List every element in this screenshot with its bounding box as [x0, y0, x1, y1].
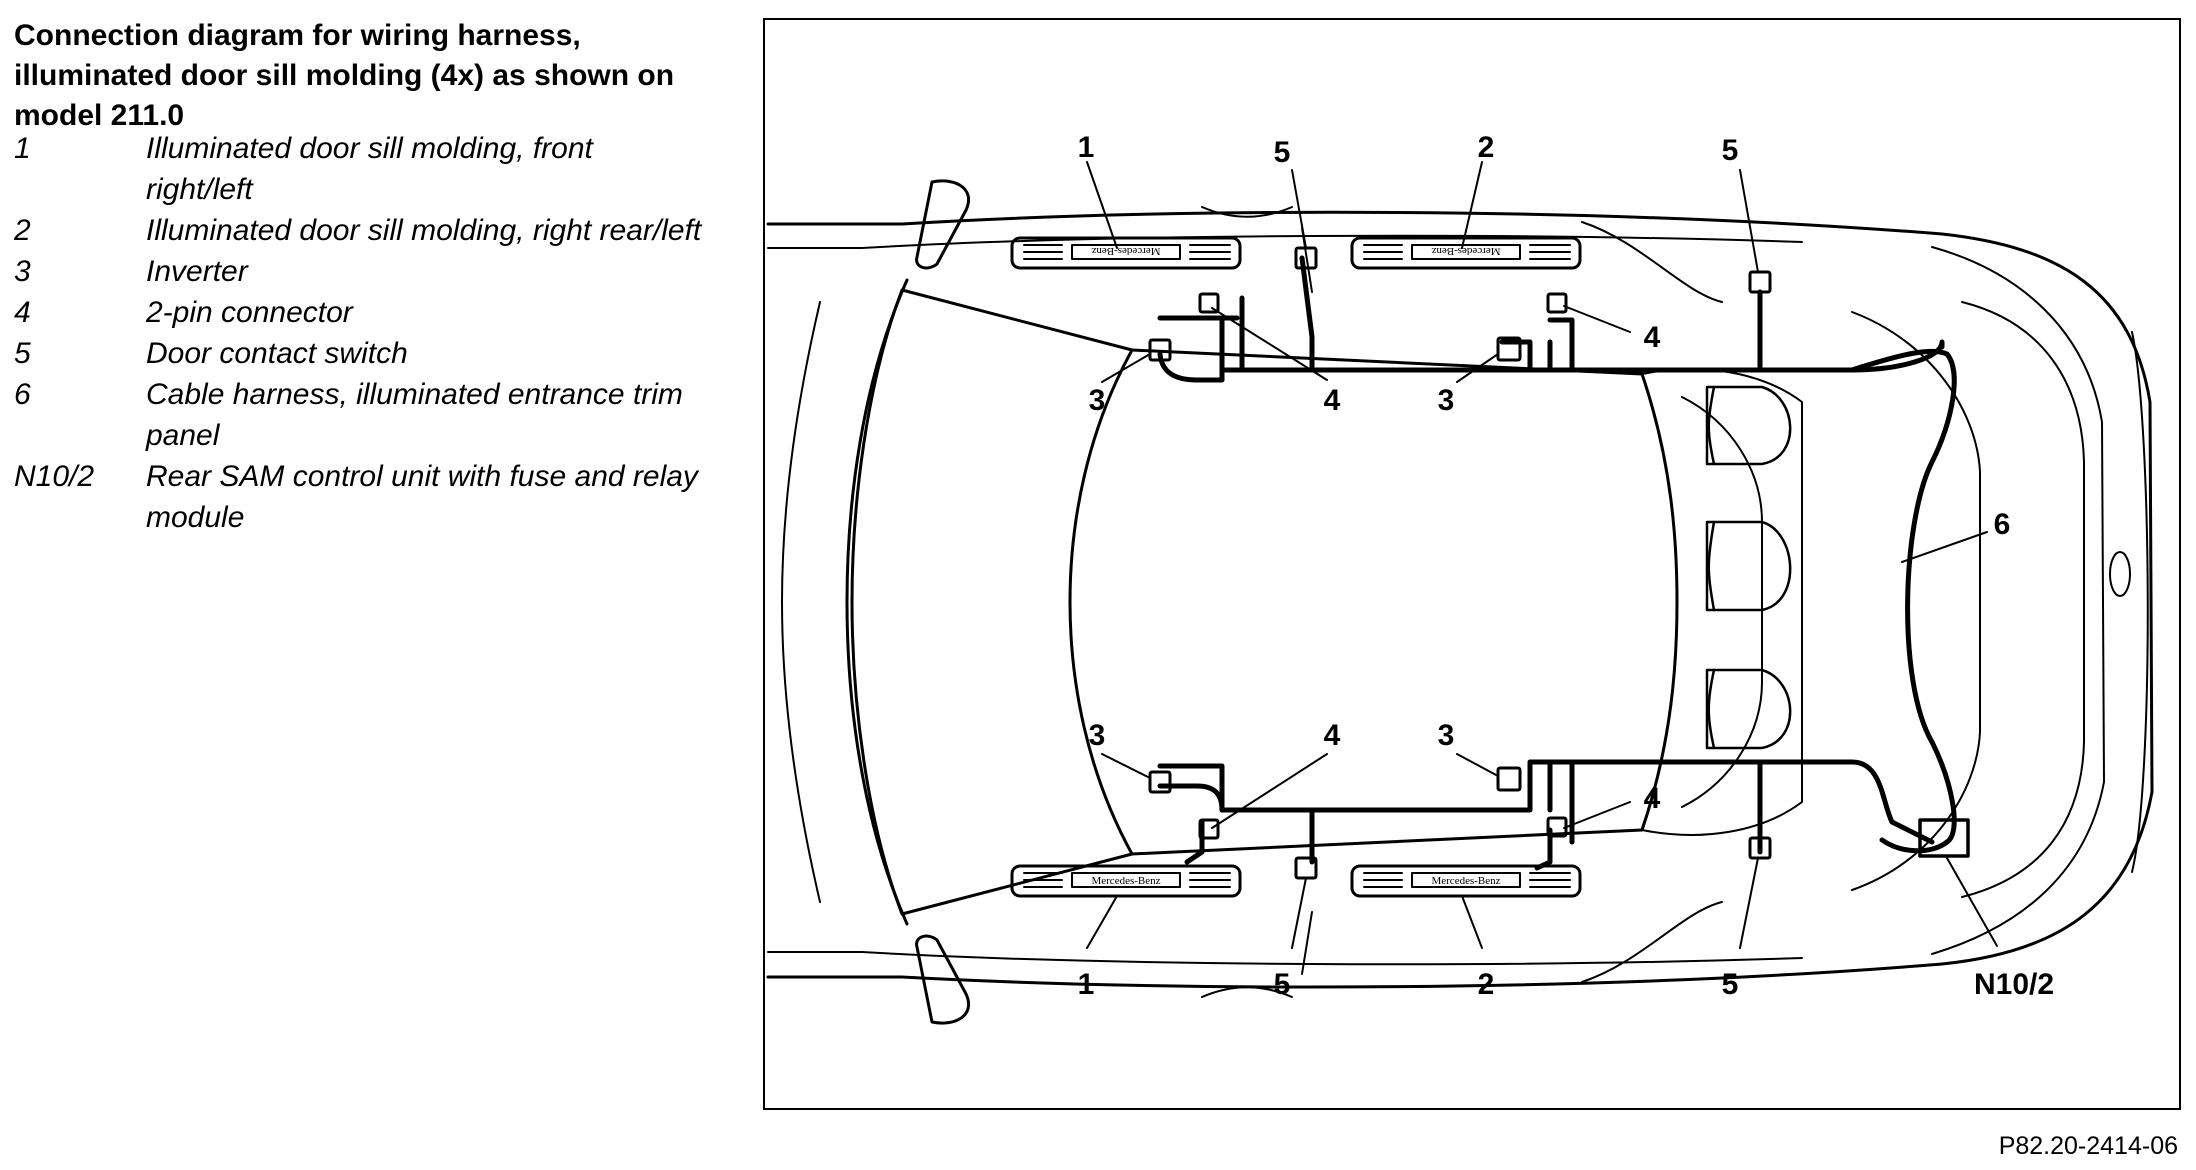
callout-5: 5 — [1722, 134, 1739, 167]
cabin-roof — [1130, 348, 1803, 856]
callout-3: 3 — [1438, 719, 1455, 752]
legend-code: 3 — [14, 255, 31, 288]
two-pin-connector-rear-upper — [1546, 292, 1568, 314]
side-mirror-right — [915, 934, 971, 1025]
inverter-rear-lower — [1496, 766, 1522, 792]
legend-item: 2 Illuminated door sill molding, right r… — [14, 210, 734, 251]
legend-code: 5 — [14, 337, 31, 370]
callout-n10-2: N10/2 — [1974, 968, 2054, 1001]
diagram-frame: Mercedes-Benz Mercedes-Benz Mercedes-Ben… — [763, 18, 2181, 1110]
callout-4: 4 — [1324, 384, 1341, 417]
rear-sam-control-unit — [1918, 818, 1970, 858]
rear-seats — [1705, 385, 1792, 750]
sill-badge-text: Mercedes-Benz — [1091, 875, 1160, 887]
callout-5: 5 — [1722, 968, 1739, 1001]
two-pin-connector-front-upper — [1198, 292, 1220, 314]
door-contact-switch-rear-lower — [1748, 836, 1772, 860]
inverter-rear-upper — [1496, 336, 1522, 362]
sill-molding-rear-upper — [1350, 236, 1582, 270]
sill-badge-text: Mercedes-Benz — [1091, 245, 1160, 257]
legend-item: 5 Door contact switch — [14, 333, 734, 374]
callout-5: 5 — [1274, 968, 1291, 1001]
two-pin-connector-front-lower — [1198, 818, 1220, 840]
legend-code: 4 — [14, 296, 31, 329]
legend-description: 2-pin connector — [146, 296, 353, 329]
car-body-outline — [766, 210, 2154, 989]
callout-4: 4 — [1644, 321, 1661, 354]
callout-5: 5 — [1274, 136, 1291, 169]
legend-item: 1 Illuminated door sill molding, front r… — [14, 128, 734, 210]
callout-3: 3 — [1089, 719, 1106, 752]
wiring-harness — [1157, 255, 1957, 871]
legend-item: 4 2-pin connector — [14, 292, 734, 333]
sill-badge-text: Mercedes-Benz — [1431, 875, 1500, 887]
legend: 1 Illuminated door sill molding, front r… — [14, 128, 734, 538]
figure-reference: P82.20-2414-06 — [1998, 1132, 2178, 1160]
callout-1: 1 — [1078, 131, 1095, 164]
sill-badge-text: Mercedes-Benz — [1431, 245, 1500, 257]
side-mirror-left — [915, 179, 971, 270]
windshield — [781, 278, 1134, 926]
legend-description: Illuminated door sill molding, right rea… — [146, 214, 702, 247]
legend-description: Door contact switch — [146, 337, 408, 370]
callout-4: 4 — [1324, 719, 1341, 752]
legend-code: 2 — [14, 214, 31, 247]
legend-description: Rear SAM control unit with fuse and rela… — [146, 460, 698, 534]
callout-1: 1 — [1078, 968, 1095, 1001]
sill-molding-front-upper — [1010, 236, 1242, 270]
legend-code: 1 — [14, 132, 31, 165]
legend-description: Illuminated door sill molding, front rig… — [146, 132, 593, 206]
legend-description: Inverter — [146, 255, 248, 288]
inverter-front-upper — [1148, 338, 1172, 362]
legend-code: 6 — [14, 378, 31, 411]
diagram-title: Connection diagram for wiring harness, i… — [14, 19, 675, 132]
callout-3: 3 — [1438, 384, 1455, 417]
callout-2: 2 — [1478, 968, 1495, 1001]
legend-item: 3 Inverter — [14, 251, 734, 292]
legend-description: Cable harness, illuminated entrance trim… — [146, 378, 683, 452]
door-contact-switch-rear-upper — [1748, 270, 1772, 294]
callout-3: 3 — [1089, 384, 1106, 417]
leader-lines — [1086, 161, 1998, 949]
legend-item: 6 Cable harness, illuminated entrance tr… — [14, 374, 734, 456]
sill-molding-rear-lower — [1350, 864, 1582, 898]
callout-4: 4 — [1644, 782, 1661, 815]
callout-2: 2 — [1478, 131, 1495, 164]
legend-code: N10/2 — [14, 460, 95, 493]
sill-molding-front-lower — [1010, 864, 1242, 898]
legend-item: N10/2 Rear SAM control unit with fuse an… — [14, 456, 734, 538]
wiring-diagram: Mercedes-Benz Mercedes-Benz Mercedes-Ben… — [766, 131, 2154, 1025]
inverter-front-lower — [1148, 770, 1172, 794]
callout-6: 6 — [1994, 508, 2011, 541]
